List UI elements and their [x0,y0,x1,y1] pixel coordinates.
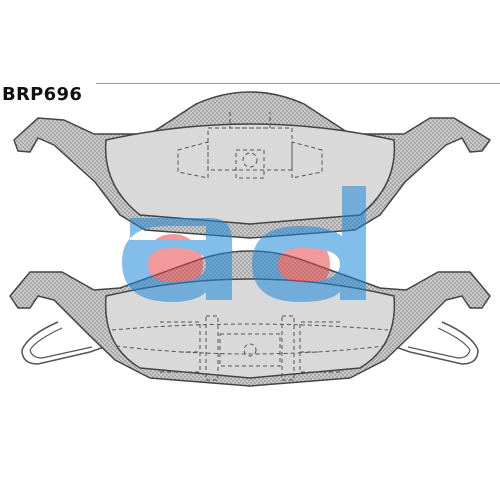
left-spring-clip [21,321,111,365]
upper-hidden-lines [177,112,323,179]
upper-pad [13,91,491,239]
lower-hidden-lines [111,315,389,381]
part-code-label: BRP696 [2,84,83,105]
watermark-logo [122,186,366,302]
title-rule [96,83,500,84]
watermark-letter-d [252,186,366,302]
upper-friction-material [104,123,396,225]
right-spring-clip [389,321,479,365]
watermark-letter-a [122,218,232,302]
lower-pad [9,250,491,387]
